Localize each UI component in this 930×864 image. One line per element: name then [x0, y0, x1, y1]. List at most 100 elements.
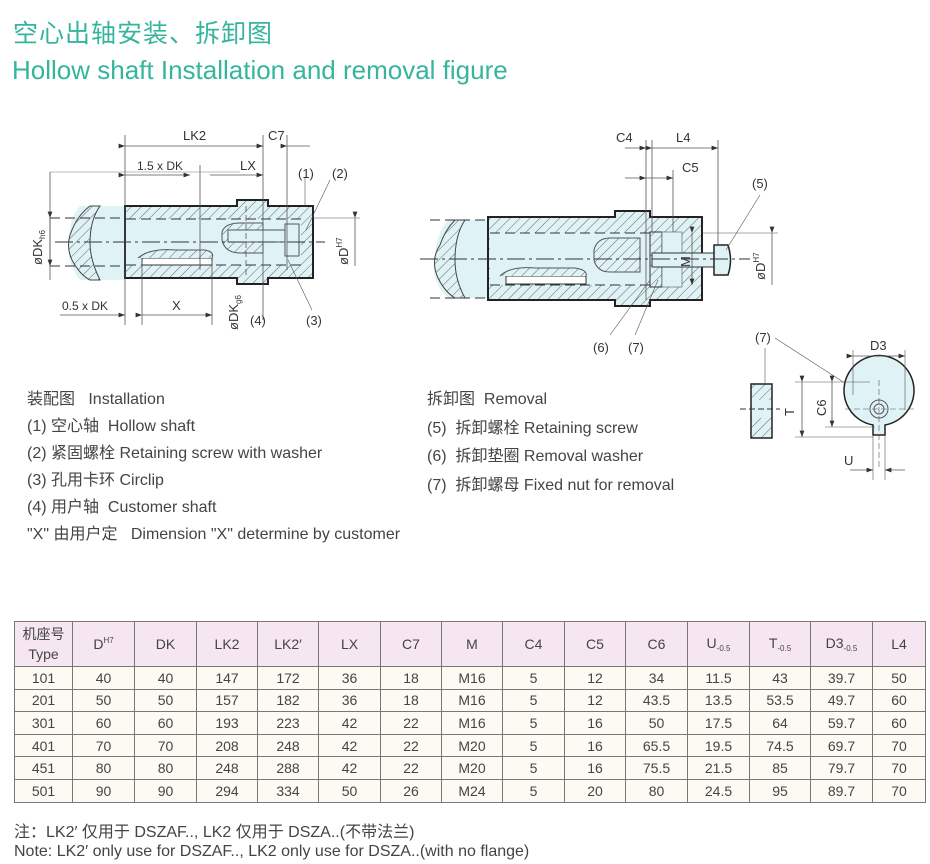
one-five-dk-label: 1.5 x DK: [137, 159, 183, 173]
header-sub: -0.5: [716, 644, 731, 653]
svg-text:øDKg6: øDKg6: [226, 295, 243, 330]
item-cn: 拆卸垫圈: [455, 448, 520, 465]
page-title-en: Hollow shaft Installation and removal fi…: [12, 55, 508, 85]
c7-label: C7: [268, 128, 285, 143]
col-header-c4: C4: [502, 621, 565, 667]
item-en: Retaining screw with washer: [119, 445, 323, 462]
table-cell: 5: [502, 666, 565, 690]
table-cell: 53.5: [749, 688, 811, 713]
table-cell: 42: [318, 711, 381, 735]
table-cell: 22: [380, 733, 442, 758]
col-header-d3: D3-0.5: [810, 621, 873, 667]
d-h7-sup: H7: [335, 237, 344, 248]
d3-label: D3: [870, 338, 887, 353]
svg-text:øDH7: øDH7: [335, 237, 351, 265]
table-cell: 22: [380, 711, 442, 735]
legend-item: (6) 拆卸垫圈 Removal washer: [427, 443, 674, 472]
col-header-lk2-prime: LK2′: [257, 621, 319, 667]
table-cell: 39.7: [810, 666, 873, 690]
page-title-cn: 空心出轴安装、拆卸图: [13, 19, 274, 48]
part-7-label: (7): [628, 340, 644, 355]
table-cell: 451: [14, 756, 73, 780]
table-cell: 90: [134, 778, 197, 803]
table-cell: 70: [872, 778, 926, 803]
table-cell: 19.5: [687, 733, 750, 758]
col-header-l4: L4: [872, 621, 926, 667]
table-cell: 101: [14, 666, 73, 690]
table-cell: 65.5: [625, 733, 688, 758]
dk-g6-sub: g6: [234, 295, 243, 304]
legend-item: (1) 空心轴 Hollow shaft: [27, 413, 400, 440]
heading-cn: 装配图: [27, 391, 76, 408]
table-cell: 21.5: [687, 756, 750, 780]
col-header-lk2: LK2: [196, 621, 258, 667]
table-cell: 70: [72, 733, 135, 758]
col-header-dk: DK: [134, 621, 197, 667]
col-header-c6: C6: [625, 621, 688, 667]
table-cell: 157: [196, 688, 258, 713]
part-3-label: (3): [306, 313, 322, 328]
table-cell: 75.5: [625, 756, 688, 780]
table-cell: 50: [134, 688, 197, 713]
svg-text:øDKh6: øDKh6: [30, 230, 47, 265]
heading-en: Installation: [88, 391, 165, 408]
item-num: (5): [427, 419, 447, 437]
note-cn: 注：LK2′ 仅用于 DSZAF.., LK2 仅用于 DSZA..(不带法兰): [14, 824, 415, 841]
installation-legend-heading: 装配图 Installation: [27, 386, 400, 413]
table-cell: 13.5: [687, 688, 750, 713]
c5-label: C5: [682, 160, 699, 175]
removal-drawing: C4 L4 C5 (5) (6) (7) M øDH7: [420, 130, 778, 355]
table-cell: 42: [318, 756, 381, 780]
half-dk-label: 0.5 x DK: [62, 299, 108, 313]
table-cell: 60: [872, 711, 926, 735]
dk-h6-sub: h6: [38, 230, 47, 239]
header-en: Type: [28, 646, 59, 662]
lk2-label: LK2: [183, 128, 206, 143]
t-label: T: [782, 408, 797, 416]
table-cell: 301: [14, 711, 73, 735]
table-cell: 36: [318, 666, 381, 690]
table-cell: 80: [72, 756, 135, 780]
item-num: (2): [27, 445, 47, 462]
table-cell: 40: [134, 666, 197, 690]
table-cell: 79.7: [810, 756, 873, 780]
table-cell: 60: [134, 711, 197, 735]
table-cell: 248: [257, 733, 319, 758]
item-en: Retaining screw: [523, 419, 638, 437]
lx-label: LX: [240, 158, 256, 173]
table-cell: 193: [196, 711, 258, 735]
table-cell: 34: [625, 666, 688, 690]
l4-label: L4: [676, 130, 690, 145]
table-cell: 70: [134, 733, 197, 758]
table-cell: 59.7: [810, 711, 873, 735]
table-cell: 17.5: [687, 711, 750, 735]
col-header-m: M: [441, 621, 503, 667]
dk-g6-label: øDK: [226, 304, 241, 330]
x-note-cn: "X" 由用户定: [27, 526, 118, 543]
header-main: D3: [825, 635, 844, 651]
table-cell: 16: [564, 711, 626, 735]
d-h7-label: øD: [753, 263, 768, 280]
d-h7-label: øD: [336, 248, 351, 265]
legend-item: (5) 拆卸螺栓 Retaining screw: [427, 415, 674, 444]
table-cell: 50: [318, 778, 381, 803]
item-cn: 用户轴: [51, 499, 100, 516]
table-cell: 80: [625, 778, 688, 803]
nut-part-7-label: (7): [755, 330, 771, 345]
table-cell: 90: [72, 778, 135, 803]
table-cell: 5: [502, 688, 565, 713]
table-cell: M16: [441, 711, 503, 735]
table-cell: 16: [564, 733, 626, 758]
item-num: (7): [427, 476, 447, 494]
table-cell: 248: [196, 756, 258, 780]
table-cell: 11.5: [687, 666, 750, 690]
col-header-t: T-0.5: [749, 621, 811, 667]
table-cell: 95: [749, 778, 811, 803]
x-dimension-note: "X" 由用户定 Dimension "X" determine by cust…: [27, 521, 400, 548]
item-cn: 紧固螺栓: [51, 445, 116, 462]
